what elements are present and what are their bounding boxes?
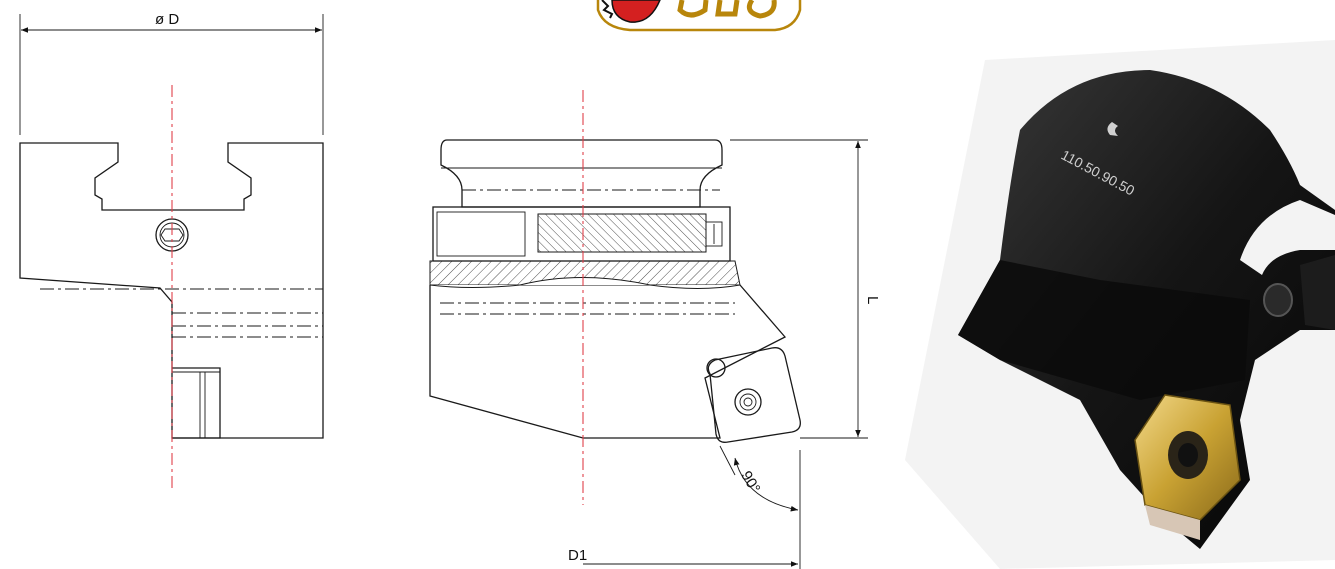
diameter-label: ø D: [155, 11, 179, 28]
d1-label: D1: [568, 547, 587, 564]
side-view: ø D: [19, 11, 324, 490]
product-render: 110.50.90.50: [905, 40, 1335, 569]
front-view: L 90° D1: [429, 90, 881, 569]
length-label: L: [864, 296, 881, 304]
angle-label: 90°: [737, 468, 763, 496]
brand-logo: [596, 0, 802, 32]
